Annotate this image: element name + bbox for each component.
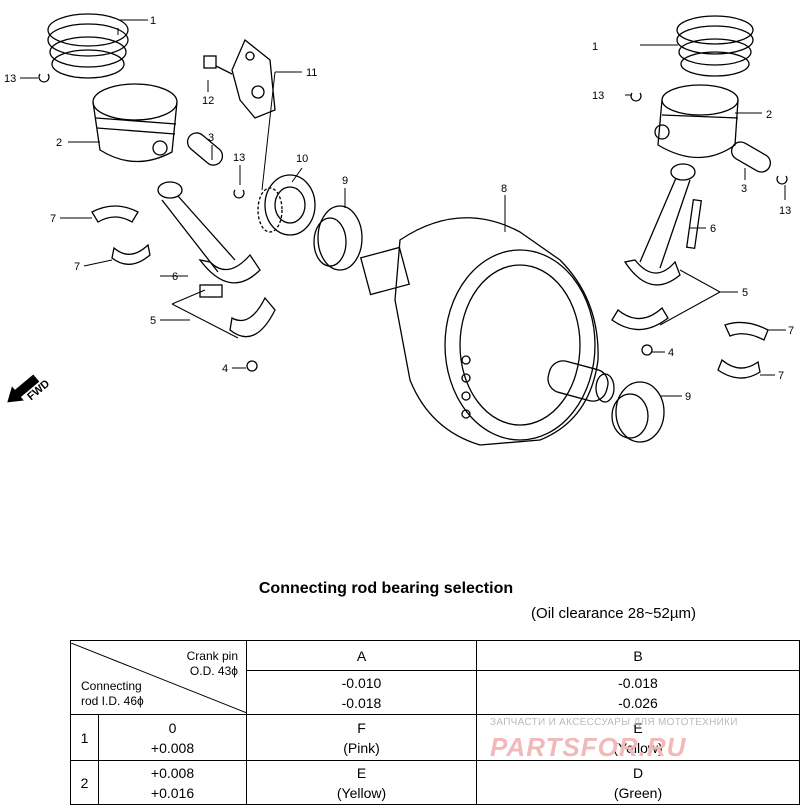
callout-l9a: 9: [342, 175, 348, 187]
callout-l2: 2: [56, 137, 62, 149]
callout-l5a: 5: [150, 315, 156, 327]
callout-l1: 1: [150, 15, 156, 27]
callout-r6: 6: [710, 223, 716, 235]
callout-r5: 5: [742, 287, 748, 299]
callout-l13b: 13: [233, 152, 245, 164]
callout-r2: 2: [766, 109, 772, 121]
bearing-shell-left-lower: [111, 243, 151, 265]
rod-id-label: rod I.D. 46ϕ: [81, 693, 144, 708]
col-tolerance-b: -0.018-0.026: [476, 670, 800, 715]
callout-r13b: 13: [779, 205, 791, 217]
col-tolerance-a: -0.010-0.018: [246, 670, 477, 715]
callout-r1: 1: [592, 41, 598, 53]
bearing-cell-1a: F(Pink): [246, 714, 477, 761]
right-piston: [654, 84, 739, 159]
col-code-a: A: [246, 640, 477, 671]
callout-l3: 3: [208, 132, 214, 144]
callout-l10: 10: [296, 153, 308, 165]
watermark-tagline: ЗАПЧАСТИ И АКСЕССУАРЫ ДЛЯ МОТОТЕХНИКИ: [490, 717, 738, 728]
watermark-logo: PARTSFOR.RU: [490, 732, 687, 762]
sprocket-10: [257, 174, 316, 236]
left-piston-rings: [47, 13, 129, 79]
bearing-selection-table: Crank pin O.D. 43ϕ Connecting rod I.D. 4…: [70, 640, 800, 805]
left-rod-cap: [229, 296, 276, 372]
row-tolerance-1: 0+0.008: [98, 714, 247, 761]
left-clip-pin: [233, 189, 245, 199]
bolt-12: [203, 55, 233, 75]
callout-l13a: 13: [4, 73, 16, 85]
bearing-cell-2a: E(Yellow): [246, 760, 477, 805]
right-connecting-rod: [623, 163, 703, 286]
callout-r3: 3: [741, 183, 747, 195]
crankshaft-8: [359, 217, 615, 446]
right-rod-cap: [611, 306, 669, 356]
table-title: Connecting rod bearing selection: [258, 580, 514, 597]
row-tolerance-2: +0.008+0.016: [98, 760, 247, 805]
bearing-shell-right-lower: [717, 358, 761, 379]
left-piston-pin: [186, 132, 224, 166]
bearing-9-right: [611, 381, 665, 443]
callout-l11: 11: [306, 67, 317, 79]
corner-header-cell: Crank pin O.D. 43ϕ Connecting rod I.D. 4…: [70, 640, 247, 715]
callout-l4a: 4: [222, 363, 228, 375]
right-clip-pin: [776, 175, 788, 185]
callout-r9: 9: [685, 391, 691, 403]
exploded-parts-diagram: FWD 1 13 2 3 13 12 11 10 9 8 7 7 6 5 4 1…: [4, 13, 794, 446]
plate-11: [231, 38, 276, 119]
crank-pin-label: Crank pin: [186, 648, 238, 663]
callout-l6a: 6: [172, 271, 178, 283]
callout-l8: 8: [501, 183, 507, 195]
callout-l12: 12: [202, 95, 214, 107]
bearing-shell-right-upper: [724, 321, 769, 341]
left-connecting-rod: [157, 181, 261, 298]
col-code-b: B: [476, 640, 800, 671]
right-clip-top: [630, 92, 642, 102]
callout-r4: 4: [668, 347, 674, 359]
bearing-cell-2b: D(Green): [476, 760, 800, 805]
callout-r7b: 7: [778, 370, 784, 382]
bearing-shell-left-upper: [91, 205, 139, 223]
bearing-9-left: [313, 205, 363, 271]
connecting-rod-label: Connecting: [81, 678, 142, 693]
table-row: 1 0+0.008 F(Pink) E(Yellow): [70, 714, 800, 761]
left-clip-top: [38, 73, 50, 83]
row-code-2: 2: [70, 760, 99, 805]
table-row: 2 +0.008+0.016 E(Yellow) D(Green): [70, 760, 800, 805]
callout-r7a: 7: [788, 325, 794, 337]
crank-pin-od-label: O.D. 43ϕ: [189, 663, 238, 678]
leader-lines: [20, 19, 786, 397]
fwd-arrow-icon: FWD: [7, 374, 52, 403]
row-code-1: 1: [70, 714, 99, 761]
callout-l7a: 7: [50, 213, 56, 225]
right-piston-pin: [730, 141, 772, 173]
table-subtitle: (Oil clearance 28~52µm): [531, 605, 696, 622]
diagonal-divider: [71, 642, 247, 713]
left-piston: [92, 83, 178, 163]
callout-r13a: 13: [592, 90, 604, 102]
right-piston-rings: [676, 15, 754, 77]
callout-l7b: 7: [74, 261, 80, 273]
